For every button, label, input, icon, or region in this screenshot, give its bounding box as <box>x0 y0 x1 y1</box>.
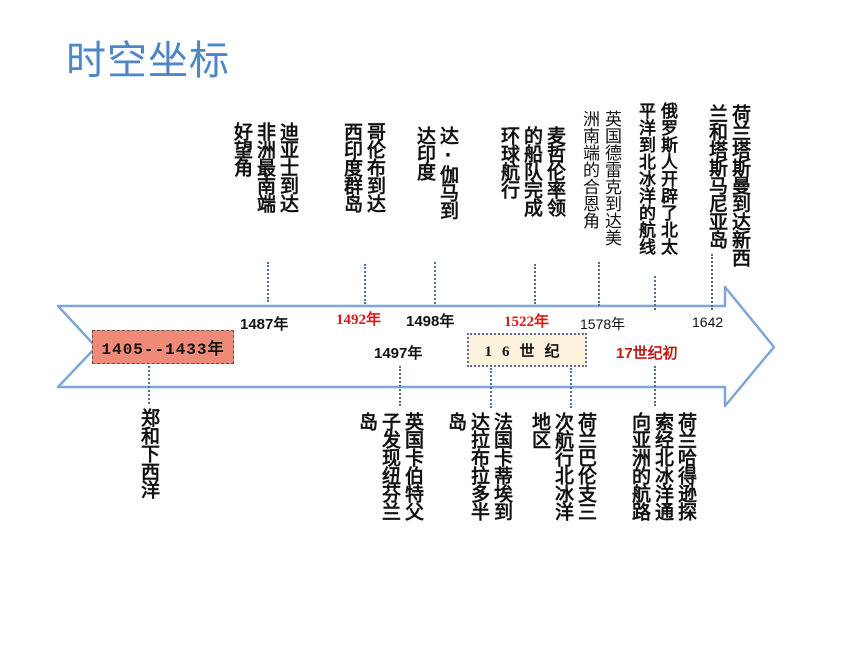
connector-line <box>364 264 366 304</box>
event-hudson: 荷兰哈得逊探 索经北冰洋通 向亚洲的航路 <box>629 412 697 520</box>
year-label-1497: 1497年 <box>374 345 423 362</box>
connector-line <box>399 366 401 406</box>
event-zhenghe: 郑和下西洋 <box>138 408 160 498</box>
event-barents: 荷兰巴伦支三 次航行北冰洋 地区 <box>529 412 597 520</box>
event-dias: 迪亚士到达 非洲最南端 好望角 <box>231 122 299 212</box>
event-magellan: 麦哲伦率领 的船队完成 环球航行 <box>498 126 566 216</box>
year-label-1487: 1487年 <box>240 316 289 333</box>
connector-line <box>598 262 600 306</box>
century-box-16th: 16世纪 <box>467 333 587 367</box>
year-label-1498: 1498年 <box>406 313 455 330</box>
event-tasman: 荷兰塔斯曼到达新西 兰和塔斯马尼亚岛 <box>706 104 751 266</box>
event-cabot: 英国卡伯特父 子发现纽芬兰 岛 <box>356 412 424 520</box>
year-label-1492: 1492年 <box>336 312 382 328</box>
connector-line <box>148 366 150 404</box>
connector-line <box>711 254 713 310</box>
event-russians: 俄罗斯人开辟了北太 平洋到北冰洋的航线 <box>635 102 677 255</box>
year-label-1522: 1522年 <box>504 314 550 330</box>
page-title: 时空坐标 <box>66 38 230 84</box>
era-box-zhenghe: 1405--1433年 <box>92 330 234 364</box>
connector-line <box>267 262 269 302</box>
year-label-17th-century: 17世纪初 <box>616 345 678 362</box>
connector-line <box>570 368 572 408</box>
year-label-1642: 1642 <box>692 314 724 330</box>
event-dagama: 达·伽马到 达印度 <box>414 126 459 219</box>
connector-line <box>490 368 492 408</box>
connector-line <box>654 276 656 310</box>
connector-line <box>534 264 536 304</box>
event-drake: 英国德雷克到达美 洲南端的合恩角 <box>579 110 621 246</box>
connector-line <box>434 262 436 304</box>
event-cartier: 法国卡蒂埃到 达拉布拉多半 岛 <box>445 412 513 520</box>
connector-line <box>654 366 656 406</box>
event-columbus: 哥伦布到达 西印度群岛 <box>341 122 386 212</box>
year-label-1578: 1578年 <box>580 316 626 332</box>
